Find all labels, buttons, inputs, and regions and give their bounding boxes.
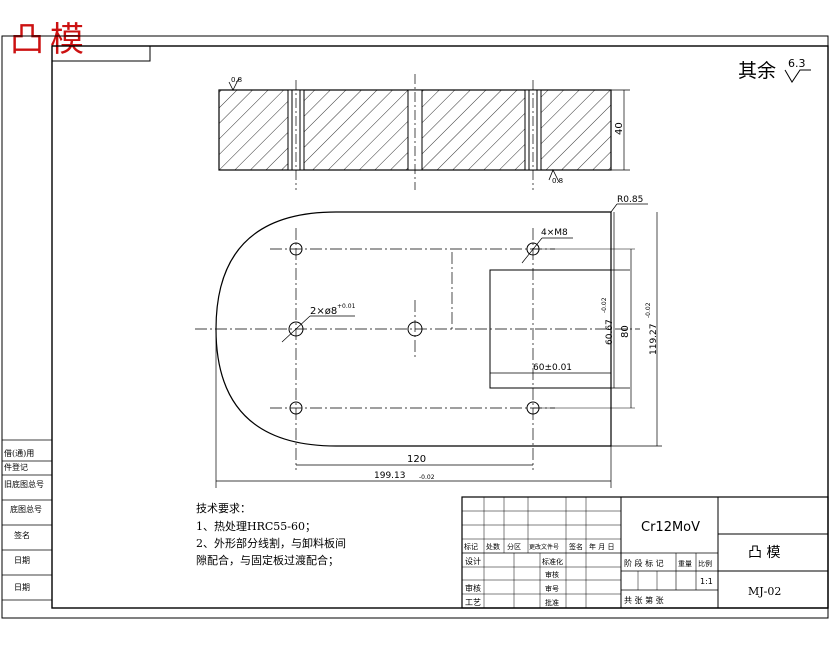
tb-row-number: 审号 — [545, 584, 559, 593]
tb-header-mark: 标记 — [464, 542, 478, 551]
tb-header-zone: 分区 — [507, 542, 521, 551]
left-column-item-6: 日期 — [14, 556, 30, 565]
pocket-width-dim: 60±0.01 — [533, 363, 572, 373]
tb-row-standard: 标准化 — [542, 557, 563, 566]
tb-row-design: 设计 — [465, 556, 481, 566]
material-label: Cr12MoV — [641, 520, 700, 535]
tech-requirements-title: 技术要求： — [196, 502, 251, 515]
roughness-bottom-icon — [548, 169, 560, 183]
overall-length-tolerance: -0.02 — [419, 474, 435, 481]
hole-spacing-dim: 120 — [407, 454, 426, 465]
drawing-number-label: MJ-02 — [748, 585, 781, 598]
left-column-grid — [2, 439, 52, 601]
drawing-title: 凸模 — [10, 20, 90, 60]
tech-requirement-1: 1、热处理HRC55-60； — [196, 520, 316, 533]
pin-hole-label: 2×ø8 — [310, 306, 337, 317]
section-view — [218, 74, 630, 190]
tb-header-sign: 签名 — [569, 542, 583, 551]
tb-scale-header: 比例 — [698, 559, 712, 568]
left-column-item-7: 日期 — [14, 583, 30, 592]
title-block-grid — [461, 496, 829, 609]
corner-radius-label: R0.85 — [617, 195, 643, 205]
outer-height-dim: 119.27 — [649, 324, 659, 356]
tb-header-date: 年 月 日 — [589, 542, 614, 551]
roughness-top-icon — [228, 77, 240, 91]
inner-height-dim: 80 — [620, 325, 631, 338]
left-column-item-3: 旧底图总号 — [4, 479, 44, 489]
roughness-top-value: 0.8 — [231, 76, 242, 84]
left-column-item-4: 底图总号 — [10, 504, 42, 514]
tb-row-review: 审核 — [545, 570, 559, 579]
section-height-dim: 40 — [614, 122, 625, 135]
tb-sheet-text: 共 张 第 张 — [624, 595, 664, 605]
roughness-symbol-icon — [784, 69, 811, 83]
surface-finish-prefix: 其余 — [738, 60, 776, 82]
thread-hole-label: 4×M8 — [541, 228, 568, 238]
part-name-label: 凸 模 — [748, 545, 780, 561]
roughness-bottom-value: 0.8 — [552, 177, 563, 185]
pocket-height-dim: 60.67 — [605, 319, 615, 345]
tb-row-approve: 批准 — [545, 598, 559, 607]
overall-length-dim: 199.13 — [374, 471, 406, 481]
tb-header-count: 处数 — [486, 542, 500, 551]
outer-height-tolerance: -0.02 — [645, 302, 652, 318]
top-left-tab — [51, 45, 151, 62]
surface-finish-value: 6.3 — [788, 57, 806, 70]
pin-hole-tolerance: +0.01 — [337, 303, 356, 310]
pocket-height-tolerance: -0.02 — [601, 297, 608, 313]
tb-weight-header: 重量 — [678, 560, 692, 568]
left-column-item-1: 借(通)用 — [4, 448, 34, 458]
left-column-item-2: 件登记 — [4, 462, 28, 472]
tb-row-process: 工艺 — [465, 598, 481, 607]
inner-frame — [51, 45, 829, 609]
tb-header-change-doc: 更改文件号 — [529, 543, 559, 551]
plan-view — [195, 203, 662, 488]
tech-requirement-3: 隙配合，与固定板过渡配合； — [196, 553, 339, 567]
tb-stage-header: 阶 段 标 记 — [624, 558, 664, 568]
tech-requirement-2: 2、外形部分线割，与卸料板间 — [196, 536, 346, 550]
tb-row-check: 审核 — [465, 583, 481, 593]
scale-label: 1:1 — [700, 577, 713, 586]
left-column-item-5: 签名 — [14, 530, 30, 540]
